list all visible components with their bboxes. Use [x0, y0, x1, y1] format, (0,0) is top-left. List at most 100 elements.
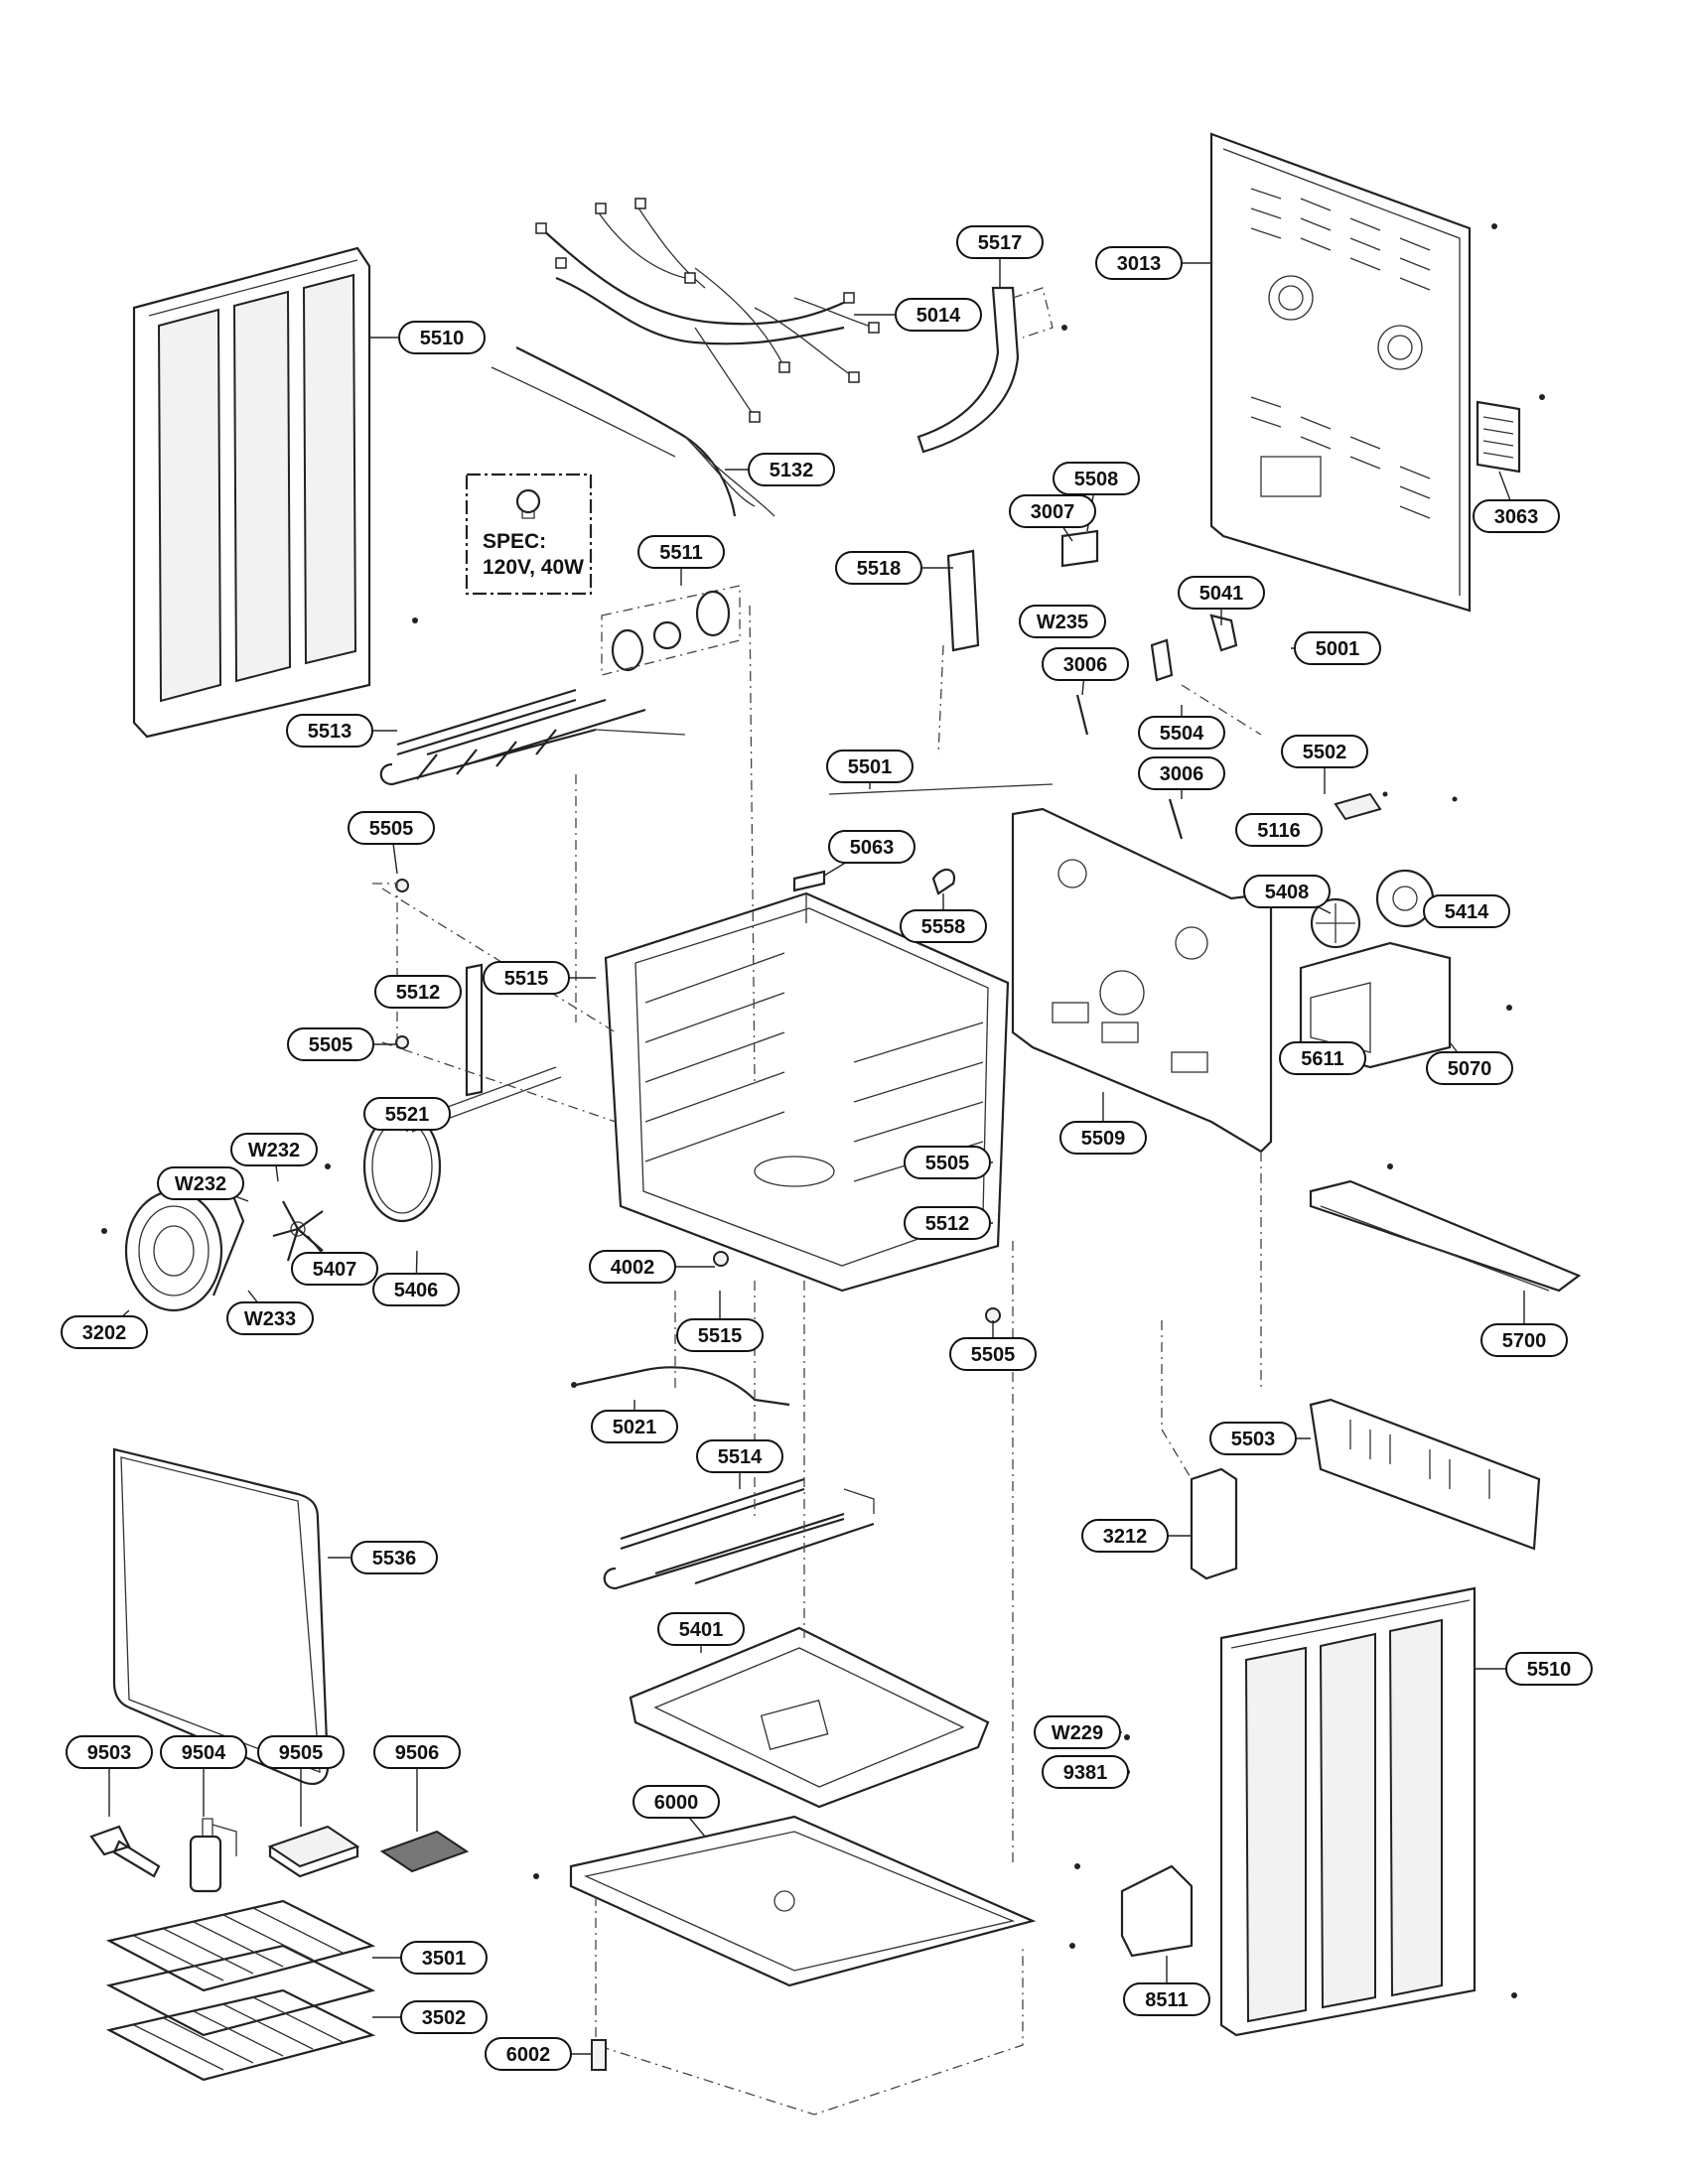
callout-5132: 5132 — [725, 453, 835, 486]
callout-label: 5512 — [396, 982, 441, 1004]
callout-label: 5515 — [698, 1325, 743, 1347]
side-panel-right-drawing — [1219, 1586, 1517, 2037]
callout-label: 9381 — [1063, 1762, 1108, 1784]
callout-pill — [949, 1337, 1037, 1371]
callout-5401: 5401 — [657, 1612, 745, 1653]
callout-5063: 5063 — [823, 830, 915, 877]
callout-pill — [1053, 462, 1140, 495]
callout-6002: 6002 — [485, 2037, 592, 2071]
callout-pill — [826, 750, 914, 783]
callout-label: 5014 — [916, 305, 961, 327]
callout-5515: 5515 — [483, 961, 596, 995]
spec-title: SPEC: — [483, 530, 546, 553]
callout-8511: 8511 — [1123, 1956, 1210, 2016]
callout-pill — [1123, 1982, 1210, 2016]
callout-pill — [66, 1735, 153, 1769]
callout-label: 5414 — [1445, 901, 1489, 923]
convection-element-drawing — [362, 1066, 562, 1223]
callout-label: 3212 — [1103, 1526, 1148, 1548]
callout-pill — [904, 1206, 991, 1240]
callout-pill — [1081, 1519, 1169, 1553]
callout-4002: 4002 — [589, 1250, 715, 1284]
callout-label: 5611 — [1301, 1048, 1343, 1070]
callout-pill — [956, 225, 1044, 259]
callout-3202: 3202 — [61, 1309, 148, 1349]
callout-6000: 6000 — [633, 1785, 720, 1838]
callout-w232: W232 — [157, 1166, 249, 1202]
callout-label: 5070 — [1448, 1058, 1492, 1080]
callout-9503: 9503 — [66, 1735, 153, 1817]
callout-label: 5517 — [978, 232, 1023, 254]
callout-pill — [1279, 1041, 1366, 1075]
callout-pill — [1042, 647, 1129, 681]
callout-3212: 3212 — [1081, 1519, 1192, 1553]
callout-5406: 5406 — [372, 1250, 460, 1306]
callout-label: 5407 — [313, 1259, 357, 1281]
callout-label: 9503 — [87, 1742, 132, 1764]
bake-element-drawing — [603, 1477, 875, 1590]
thermostat-drawing — [1334, 791, 1458, 821]
rear-panel-drawing — [1209, 132, 1497, 613]
callout-3502: 3502 — [372, 2000, 488, 2034]
callout-pill — [348, 811, 435, 845]
callout-5505: 5505 — [904, 1146, 993, 1179]
callout-3501: 3501 — [372, 1941, 488, 1975]
callout-9381: 9381 — [1042, 1755, 1129, 1789]
callout-pill — [1019, 605, 1106, 638]
callout-pill — [374, 975, 462, 1009]
callout-pill — [900, 909, 987, 943]
callout-label: 5505 — [369, 818, 414, 840]
oven-bottom-drawing — [629, 1626, 990, 1809]
callout-5611: 5611 — [1279, 1041, 1366, 1075]
callout-5414: 5414 — [1423, 894, 1510, 928]
callout-5014: 5014 — [854, 298, 982, 332]
callout-pill — [1034, 1715, 1121, 1749]
harness-cable-drawing — [491, 346, 775, 517]
callout-label: 5511 — [659, 542, 702, 564]
callout-pill — [160, 1735, 247, 1769]
callout-5501: 5501 — [826, 750, 914, 789]
callout-label: 5505 — [925, 1153, 970, 1174]
callout-label: W235 — [1037, 612, 1088, 633]
callout-5503: 5503 — [1209, 1422, 1311, 1455]
callout-pill — [483, 961, 570, 995]
callout-5512: 5512 — [904, 1206, 993, 1240]
callout-pill — [1243, 875, 1331, 908]
callout-5116: 5116 — [1235, 813, 1323, 847]
callout-3007: 3007 — [1009, 494, 1096, 542]
callout-9506: 9506 — [373, 1735, 461, 1832]
callout-5021: 5021 — [591, 1400, 678, 1443]
callout-label: 5508 — [1074, 469, 1119, 490]
callout-label: 9504 — [182, 1742, 226, 1764]
callout-3063: 3063 — [1473, 471, 1560, 533]
callout-5558: 5558 — [900, 893, 987, 943]
callout-5041: 5041 — [1178, 576, 1265, 625]
callout-pill — [226, 1301, 314, 1335]
callout-pill — [696, 1439, 783, 1473]
callout-pill — [637, 535, 725, 569]
callout-pill — [828, 830, 915, 864]
callout-pill — [1042, 1755, 1129, 1789]
callout-pill — [904, 1146, 991, 1179]
vent-grille-drawing — [1476, 394, 1545, 474]
callout-5508: 5508 — [1053, 462, 1140, 532]
callout-label: 6002 — [506, 2044, 551, 2066]
callout-label: 3202 — [82, 1322, 127, 1344]
callout-5408: 5408 — [1243, 875, 1332, 914]
callout-label: 5001 — [1316, 638, 1360, 660]
callout-pill — [1138, 716, 1225, 750]
callout-label: 8511 — [1145, 1989, 1188, 2011]
callout-label: 5700 — [1502, 1330, 1547, 1352]
callout-label: 5501 — [848, 756, 893, 778]
oven-racks-drawing — [105, 1899, 376, 2082]
callout-pill — [1009, 494, 1096, 528]
callout-pill — [591, 1410, 678, 1443]
callout-label: W233 — [244, 1308, 296, 1330]
callout-pill — [157, 1166, 244, 1200]
callout-labels: 5510501455173013513230635511550830075518… — [61, 225, 1593, 2071]
callout-label: 5510 — [420, 328, 465, 349]
callout-pill — [287, 1027, 374, 1061]
callout-label: W232 — [248, 1140, 300, 1161]
callout-pill — [1423, 894, 1510, 928]
